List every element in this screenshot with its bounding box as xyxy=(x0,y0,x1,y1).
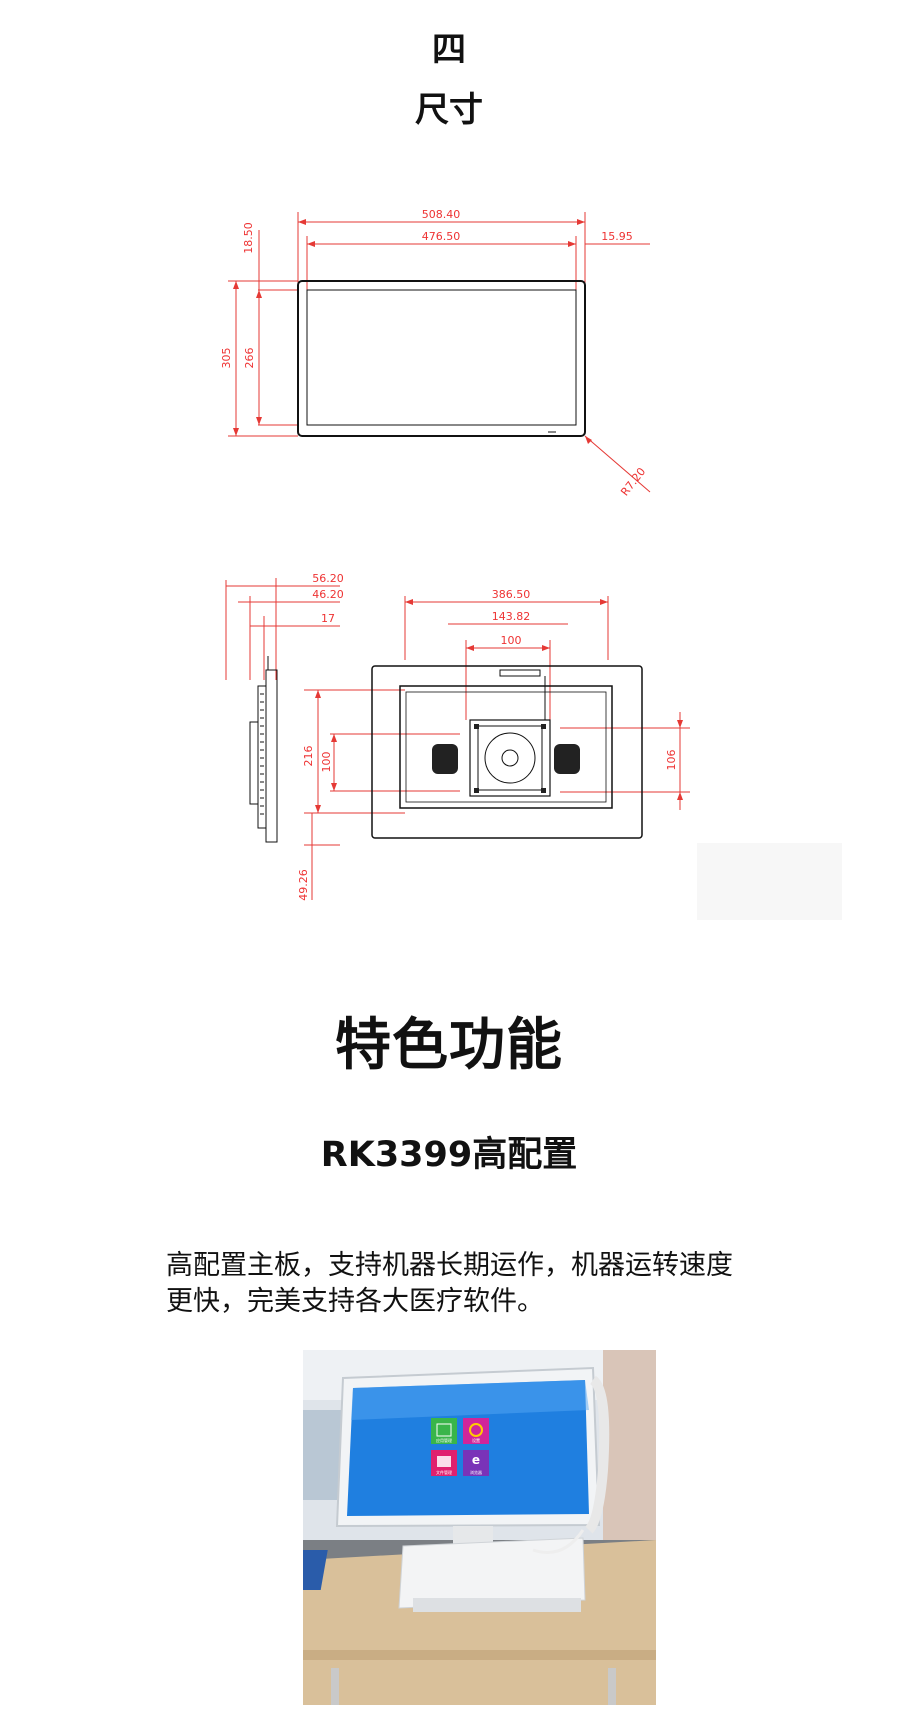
section-title: 尺寸 xyxy=(415,90,483,130)
dim-vesa-v: 100 xyxy=(320,752,333,773)
dim-depth-min: 17 xyxy=(321,612,335,625)
tile-apps-label: 应用管理 xyxy=(436,1437,452,1443)
dim-screen-height: 266 xyxy=(243,348,256,369)
section-number: 四 xyxy=(432,30,466,70)
dim-overall-width: 508.40 xyxy=(422,208,461,221)
dim-depth-total: 56.20 xyxy=(312,572,344,585)
dim-top-border: 18.50 xyxy=(242,222,255,254)
dim-mount-width: 386.50 xyxy=(492,588,531,601)
dim-overall-height: 305 xyxy=(220,348,233,369)
tile-apps xyxy=(431,1418,457,1444)
placeholder-box xyxy=(697,843,842,920)
features-desc-line-1: 高配置主板，支持机器长期运作，机器运转速度 xyxy=(166,1250,733,1281)
product-photo: 应用管理 设置 文件管理 浏览器 e xyxy=(303,1350,656,1705)
features-title: 特色功能 xyxy=(335,1013,563,1078)
dim-vesa-h: 100 xyxy=(501,634,522,647)
features-subtitle: RK3399高配置 xyxy=(320,1135,578,1175)
rear-dimension-drawing: 56.20 46.20 17 386.50 143.82 100 216 100… xyxy=(225,572,842,920)
dim-depth-mid: 46.20 xyxy=(312,588,344,601)
tile-browser-label: 浏览器 xyxy=(470,1469,482,1475)
features-description: 高配置主板，支持机器长期运作，机器运转速度 更快，完美支持各大医疗软件。 xyxy=(166,1248,806,1320)
features-desc-line-2: 更快，完美支持各大医疗软件。 xyxy=(166,1286,544,1317)
dim-mount-mid: 143.82 xyxy=(492,610,531,623)
tile-settings xyxy=(463,1418,489,1444)
dim-right-v: 106 xyxy=(665,750,678,771)
tile-files-label: 文件管理 xyxy=(436,1469,452,1475)
dim-screen-width: 476.50 xyxy=(422,230,461,243)
tile-browser xyxy=(463,1450,489,1476)
svg-text:e: e xyxy=(472,1453,480,1467)
tile-settings-label: 设置 xyxy=(472,1437,480,1443)
dim-bottom-offset: 49.26 xyxy=(297,869,310,901)
dim-corner-radius: R7.20 xyxy=(618,465,648,498)
dim-mount-height: 216 xyxy=(302,746,315,767)
front-dimension-drawing: 508.40 476.50 15.95 18.50 305 266 R7.20 xyxy=(220,208,651,499)
dim-right-border: 15.95 xyxy=(601,230,633,243)
